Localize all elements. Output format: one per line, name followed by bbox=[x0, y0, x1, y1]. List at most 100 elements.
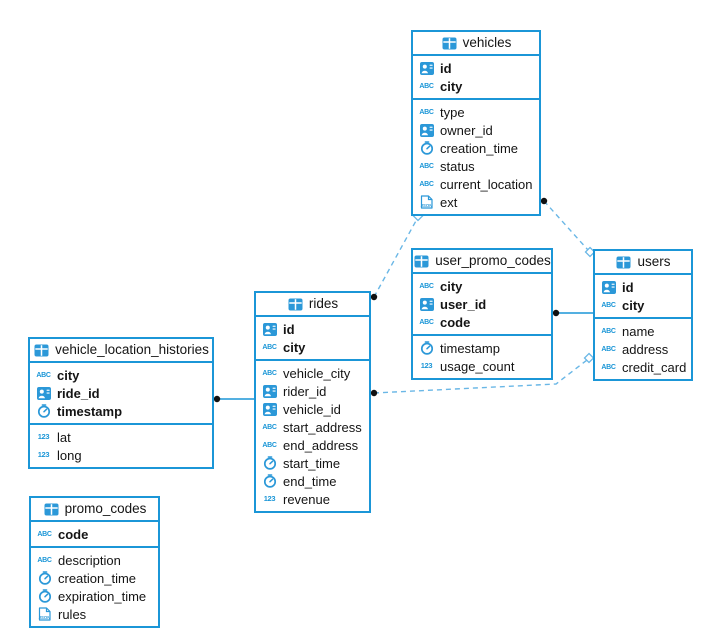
varchar-abc-icon: ABC bbox=[261, 340, 278, 354]
column-row-creation_time[interactable]: creation_time bbox=[31, 569, 158, 587]
column-row-credit_card[interactable]: ABC credit_card bbox=[595, 358, 691, 376]
column-name: city bbox=[440, 78, 463, 94]
entity-header[interactable]: vehicles bbox=[413, 32, 539, 56]
type-label: 123 bbox=[37, 432, 50, 442]
column-row-id[interactable]: id bbox=[256, 320, 369, 338]
varchar-abc-icon: ABC bbox=[261, 366, 278, 380]
column-name: city bbox=[622, 297, 645, 313]
varchar-abc-icon: ABC bbox=[418, 105, 435, 119]
column-row-ext[interactable]: JSON ext bbox=[413, 193, 539, 211]
column-row-creation_time[interactable]: creation_time bbox=[413, 139, 539, 157]
numeric-123-icon: 123 bbox=[261, 492, 278, 506]
column-name: credit_card bbox=[622, 359, 687, 375]
column-name: ext bbox=[440, 194, 458, 210]
column-name: name bbox=[622, 323, 655, 339]
column-row-vehicle_id[interactable]: vehicle_id bbox=[256, 400, 369, 418]
varchar-abc-icon: ABC bbox=[418, 177, 435, 191]
column-row-timestamp[interactable]: timestamp bbox=[413, 339, 551, 357]
relationship-user_promo_codes-users[interactable] bbox=[552, 309, 595, 317]
column-row-start_time[interactable]: start_time bbox=[256, 454, 369, 472]
varchar-abc-icon: ABC bbox=[36, 527, 53, 541]
uuid-person-icon bbox=[418, 297, 435, 311]
entity-header[interactable]: vehicle_location_histories bbox=[30, 339, 212, 363]
table-grid-icon bbox=[287, 297, 304, 311]
table-grid-icon bbox=[43, 502, 60, 516]
column-row-ride_id[interactable]: ride_id bbox=[30, 384, 212, 402]
column-row-end_time[interactable]: end_time bbox=[256, 472, 369, 490]
uuid-person-icon bbox=[600, 280, 617, 294]
column-row-timestamp[interactable]: timestamp bbox=[30, 402, 212, 420]
column-name: address bbox=[622, 341, 669, 357]
json-document-icon: JSON bbox=[418, 195, 435, 209]
entity-header[interactable]: user_promo_codes bbox=[413, 250, 551, 274]
column-name: start_address bbox=[283, 419, 362, 435]
timestamp-clock-icon bbox=[418, 141, 435, 155]
column-row-id[interactable]: id bbox=[595, 278, 691, 296]
column-row-user_id[interactable]: user_id bbox=[413, 295, 551, 313]
column-name: type bbox=[440, 104, 465, 120]
column-row-owner_id[interactable]: owner_id bbox=[413, 121, 539, 139]
varchar-abc-icon: ABC bbox=[35, 368, 52, 382]
type-label: 123 bbox=[420, 361, 433, 371]
relationship-vehicle_location_histories-rides[interactable] bbox=[213, 395, 256, 403]
type-label: ABC bbox=[601, 363, 616, 371]
entity-header[interactable]: users bbox=[595, 251, 691, 275]
relationship-vehicles-users[interactable] bbox=[540, 197, 596, 258]
varchar-abc-icon: ABC bbox=[261, 438, 278, 452]
column-row-city[interactable]: ABC city bbox=[595, 296, 691, 314]
column-name: id bbox=[440, 60, 452, 76]
column-name: timestamp bbox=[57, 403, 123, 419]
uuid-person-icon bbox=[418, 123, 435, 137]
column-name: description bbox=[58, 552, 121, 568]
column-row-id[interactable]: id bbox=[413, 59, 539, 77]
relationship-rides-users[interactable] bbox=[370, 352, 595, 397]
entity-title: vehicles bbox=[462, 35, 512, 51]
column-row-rider_id[interactable]: rider_id bbox=[256, 382, 369, 400]
table-grid-icon bbox=[615, 255, 632, 269]
column-row-expiration_time[interactable]: expiration_time bbox=[31, 587, 158, 605]
column-row-type[interactable]: ABC type bbox=[413, 103, 539, 121]
column-name: owner_id bbox=[440, 122, 493, 138]
entity-header[interactable]: promo_codes bbox=[31, 498, 158, 522]
varchar-abc-icon: ABC bbox=[600, 298, 617, 312]
column-name: end_time bbox=[283, 473, 337, 489]
column-name: status bbox=[440, 158, 475, 174]
uuid-person-icon bbox=[261, 384, 278, 398]
entity-title: users bbox=[637, 254, 671, 270]
entity-header[interactable]: rides bbox=[256, 293, 369, 317]
varchar-abc-icon: ABC bbox=[600, 360, 617, 374]
